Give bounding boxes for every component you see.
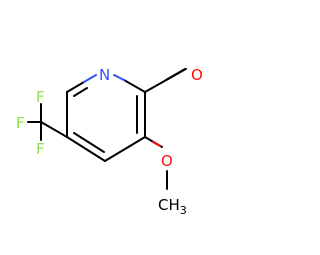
bonds <box>27 68 187 190</box>
bond-n-half-left <box>83 74 97 83</box>
ether-oxygen-label: O <box>161 152 173 170</box>
fluorine-left-label: F <box>16 114 25 132</box>
bond-ring-c3-o <box>152 141 161 147</box>
fluorine-bottom-label: F <box>36 140 45 158</box>
colored-bond-halves <box>83 68 186 147</box>
bond-c6-n-inner <box>73 87 88 97</box>
bond-c4-c5 <box>66 136 106 162</box>
molecule-drawing: N O O CH3 F F F <box>16 66 203 217</box>
bond-c6-n <box>66 81 85 93</box>
methyl-subscript: 3 <box>180 204 187 217</box>
nitrogen-label: N <box>99 66 110 84</box>
structure-canvas: N O O CH3 F F F <box>16 66 203 217</box>
methyl-label: CH3 <box>158 196 187 217</box>
fluorine-top-label: F <box>36 88 45 106</box>
bond-c3-c4 <box>104 136 146 162</box>
methyl-c: CH <box>158 196 180 214</box>
bond-c4-c5-inner <box>73 132 105 153</box>
bond-ring-cf3 <box>40 121 68 138</box>
bond-n-half-right <box>113 74 125 81</box>
aldehyde-oxygen-label: O <box>191 66 203 84</box>
bond-aldehyde-o-1 <box>165 68 186 81</box>
bond-n-c2 <box>123 79 146 93</box>
